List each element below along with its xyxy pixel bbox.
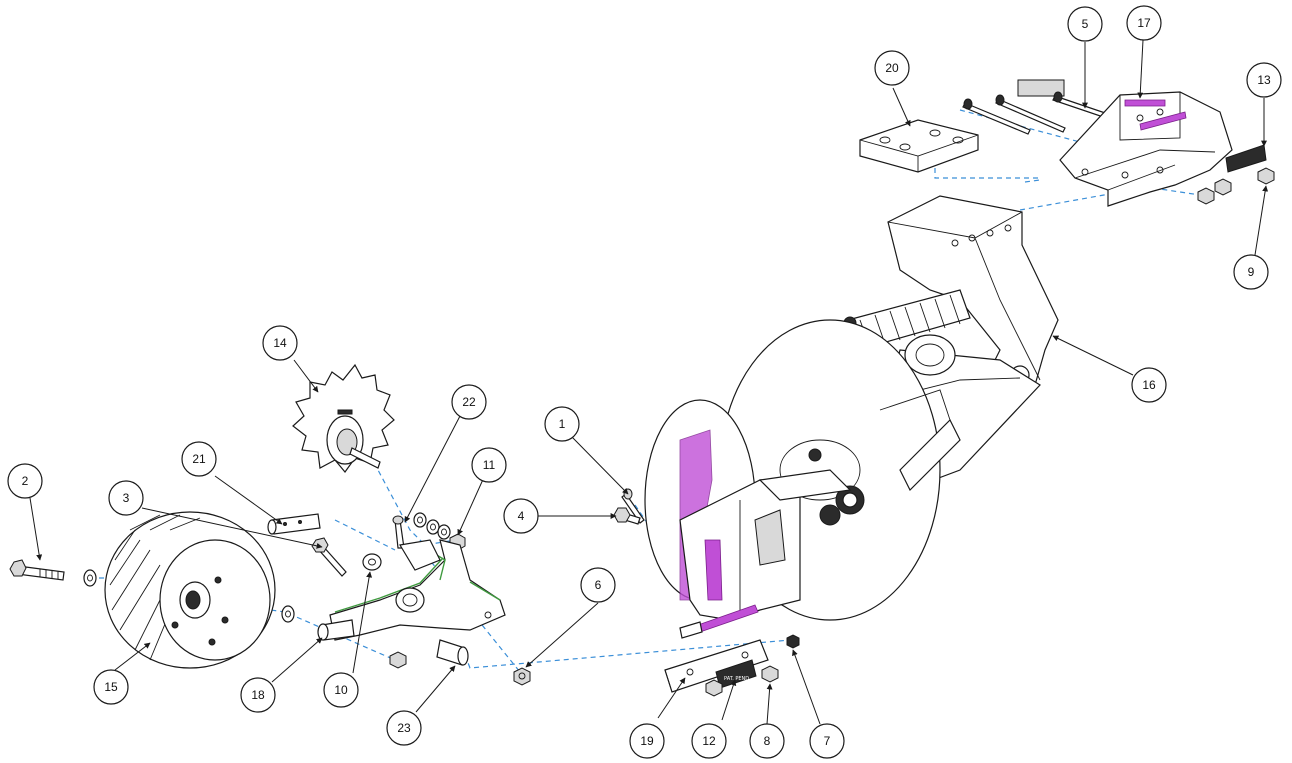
mounting-bracket-part-17 bbox=[1059, 91, 1233, 207]
plate-part-20 bbox=[859, 119, 979, 173]
callout-bubbles: 1 2 3 4 5 6 7 8 9 10 11 12 13 14 15 16 1… bbox=[7, 5, 1282, 759]
bushing-part-23 bbox=[436, 639, 469, 666]
callout-number: 18 bbox=[251, 688, 265, 702]
shoe-plate-part-19 bbox=[664, 604, 769, 693]
callout-number: 19 bbox=[640, 734, 654, 748]
bolt-part-4 bbox=[613, 507, 641, 525]
arm-bracket-part-18 bbox=[317, 539, 506, 641]
callout-number: 12 bbox=[702, 734, 716, 748]
callout-9: 9 bbox=[1233, 254, 1269, 290]
callout-number: 7 bbox=[824, 734, 831, 748]
callout-23: 23 bbox=[386, 710, 422, 746]
callout-number: 21 bbox=[192, 452, 206, 466]
callout-number: 22 bbox=[462, 395, 476, 409]
callout-1: 1 bbox=[544, 406, 580, 442]
callout-3: 3 bbox=[108, 480, 144, 516]
callout-15: 15 bbox=[93, 669, 129, 705]
callout-12: 12 bbox=[691, 723, 727, 759]
notched-disc-part-14 bbox=[292, 363, 395, 473]
callout-number: 5 bbox=[1082, 17, 1089, 31]
pat-plate-text: PAT. PEND bbox=[724, 676, 749, 682]
callout-number: 1 bbox=[559, 417, 566, 431]
callout-number: 9 bbox=[1248, 265, 1255, 279]
decal-part-13 bbox=[1225, 144, 1267, 173]
callout-number: 8 bbox=[764, 734, 771, 748]
nut-part-8 bbox=[761, 665, 779, 683]
washer-part-10 bbox=[362, 553, 382, 571]
callout-number: 2 bbox=[22, 474, 29, 488]
callout-7: 7 bbox=[809, 723, 845, 759]
callout-11: 11 bbox=[471, 447, 507, 483]
callout-13: 13 bbox=[1246, 62, 1282, 98]
gauge-wheel-part-15 bbox=[104, 511, 276, 669]
callout-4: 4 bbox=[503, 498, 539, 534]
callout-number: 20 bbox=[885, 61, 899, 75]
bolt-part-3 bbox=[311, 537, 347, 577]
nut-wheel-axle bbox=[389, 651, 407, 669]
callout-19: 19 bbox=[629, 723, 665, 759]
pin-part-21 bbox=[267, 513, 321, 535]
callout-17: 17 bbox=[1126, 5, 1162, 41]
callout-16: 16 bbox=[1131, 367, 1167, 403]
long-bolts-part-5 bbox=[962, 79, 1121, 135]
nuts-part-9 bbox=[1197, 167, 1275, 205]
callout-number: 15 bbox=[104, 680, 118, 694]
callout-number: 11 bbox=[483, 458, 496, 472]
nut-part-12b bbox=[705, 679, 723, 697]
callout-number: 3 bbox=[123, 491, 130, 505]
callout-number: 10 bbox=[334, 683, 348, 697]
nut-part-7 bbox=[786, 634, 800, 649]
callout-20: 20 bbox=[874, 50, 910, 86]
callout-8: 8 bbox=[749, 723, 785, 759]
callout-6: 6 bbox=[580, 567, 616, 603]
callout-number: 4 bbox=[518, 509, 525, 523]
callout-number: 23 bbox=[397, 721, 411, 735]
callout-14: 14 bbox=[262, 325, 298, 361]
callout-number: 17 bbox=[1137, 16, 1151, 30]
washer-wheel bbox=[83, 569, 295, 623]
callout-18: 18 bbox=[240, 677, 276, 713]
bolt-part-2 bbox=[9, 559, 65, 581]
callout-number: 14 bbox=[273, 336, 287, 350]
callout-2: 2 bbox=[7, 463, 43, 499]
callout-number: 6 bbox=[595, 578, 602, 592]
callout-number: 13 bbox=[1257, 73, 1271, 87]
callout-22: 22 bbox=[451, 384, 487, 420]
closing-wheel-disc bbox=[644, 319, 961, 621]
bolt-part-22 bbox=[392, 515, 405, 549]
callout-number: 16 bbox=[1142, 378, 1156, 392]
leader-lines bbox=[29, 39, 1269, 725]
nut-part-6 bbox=[513, 667, 531, 686]
callout-5: 5 bbox=[1067, 6, 1103, 42]
callout-10: 10 bbox=[323, 672, 359, 708]
callout-21: 21 bbox=[181, 441, 217, 477]
